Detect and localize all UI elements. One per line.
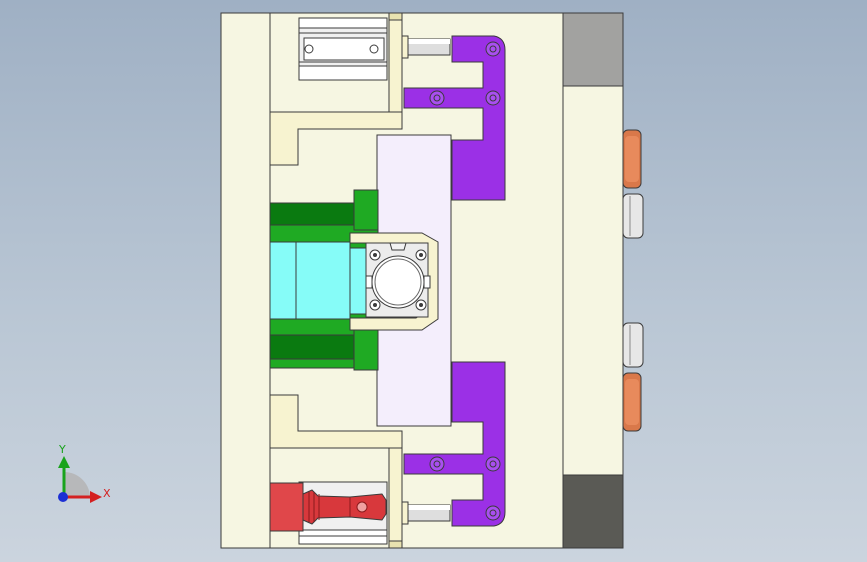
cyan-core bbox=[269, 241, 378, 320]
right-fittings bbox=[622, 129, 644, 432]
red-quick-connector bbox=[269, 482, 387, 532]
top-gray-block bbox=[562, 12, 624, 87]
x-axis-label: X bbox=[103, 487, 111, 500]
coordinate-triad: Y X bbox=[58, 443, 111, 503]
lower-slide-pocket bbox=[269, 394, 403, 549]
bottom-gray-block bbox=[562, 474, 624, 549]
y-axis-label: Y bbox=[58, 443, 66, 456]
top-piston-rod bbox=[401, 35, 451, 59]
top-purple-linkage bbox=[403, 35, 506, 201]
top-cylinder bbox=[298, 17, 388, 81]
bottom-piston-rod bbox=[401, 501, 451, 525]
aluminum-profile-part bbox=[365, 242, 431, 318]
bottom-purple-linkage bbox=[403, 361, 506, 527]
z-axis-origin bbox=[58, 492, 68, 502]
right-side-plate bbox=[562, 12, 624, 549]
